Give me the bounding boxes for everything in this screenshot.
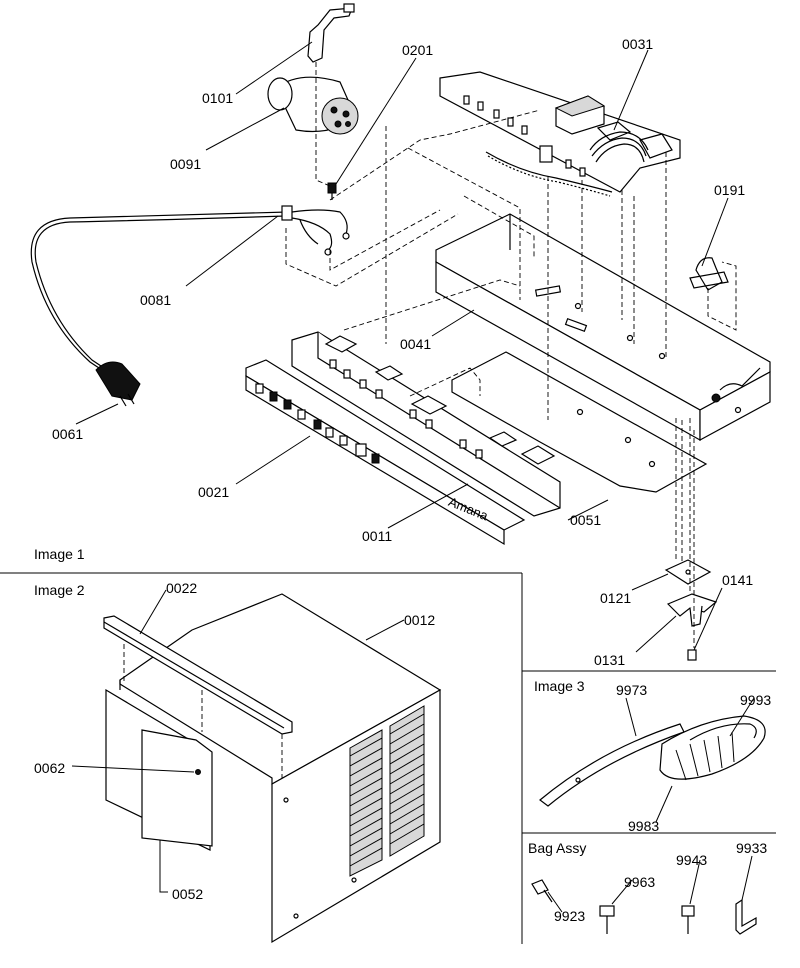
section-title-image1: Image 1 (34, 546, 85, 562)
part-0052-panel (141, 729, 213, 847)
section-frames (0, 572, 776, 944)
label-0011: 0011 (362, 528, 393, 544)
leader-lines-image2 (71, 589, 405, 893)
leader-lines-bag (547, 855, 753, 913)
part-0021-control-panel (245, 359, 526, 546)
label-9983: 9983 (628, 818, 660, 834)
part-0051-shield (451, 351, 708, 493)
label-9943: 9943 (676, 852, 708, 868)
label-9973: 9973 (616, 682, 648, 698)
label-0062: 0062 (34, 760, 66, 776)
part-0041-control-box (435, 213, 771, 442)
label-9963: 9963 (624, 874, 656, 890)
label-9933: 9933 (736, 840, 768, 856)
section-title-bag-assy: Bag Assy (528, 840, 587, 856)
part-9923-screw (531, 879, 553, 903)
part-0011-control-bracket (291, 331, 561, 517)
part-9943-screw (681, 905, 695, 934)
label-0021: 0021 (198, 484, 230, 500)
part-0101-strap (307, 3, 355, 63)
label-9993: 9993 (740, 692, 772, 708)
label-0061: 0061 (52, 426, 84, 442)
alignment-lines-image2 (123, 644, 283, 778)
label-0041: 0041 (400, 336, 432, 352)
part-0061-plug (95, 361, 141, 407)
label-0051: 0051 (570, 512, 602, 528)
part-0191-clip (689, 257, 729, 291)
alignment-lines-image1 (285, 62, 737, 648)
label-0091: 0091 (170, 156, 202, 172)
part-0012-cabinet (105, 593, 442, 944)
label-0201: 0201 (402, 42, 434, 58)
part-0091-capacitor (267, 76, 359, 135)
label-0101: 0101 (202, 90, 234, 106)
label-0191: 0191 (714, 182, 746, 198)
part-9963-screw (599, 905, 615, 934)
part-0131-bracket (666, 593, 718, 627)
section-title-image2: Image 2 (34, 582, 85, 598)
label-0121: 0121 (600, 590, 632, 606)
part-0022-rail (103, 615, 293, 735)
label-0012: 0012 (404, 612, 436, 628)
label-0131: 0131 (594, 652, 626, 668)
label-0141: 0141 (722, 572, 754, 588)
part-9933-bracket (735, 898, 757, 935)
part-0141-screw (687, 649, 697, 661)
label-0022: 0022 (166, 580, 198, 596)
part-9993-9983-coil (659, 715, 766, 781)
bag-assy-parts (531, 879, 757, 935)
part-0121-plate (664, 559, 712, 585)
label-9923: 9923 (554, 908, 586, 924)
section-title-image3: Image 3 (534, 678, 585, 694)
part-0031-control-board (439, 71, 681, 197)
label-0081: 0081 (140, 292, 172, 308)
part-0081-0061-power-cord (30, 205, 350, 375)
leader-lines-image3 (625, 697, 755, 823)
label-0031: 0031 (622, 36, 654, 52)
label-0052: 0052 (172, 886, 204, 902)
leader-lines-image1 (75, 41, 729, 653)
